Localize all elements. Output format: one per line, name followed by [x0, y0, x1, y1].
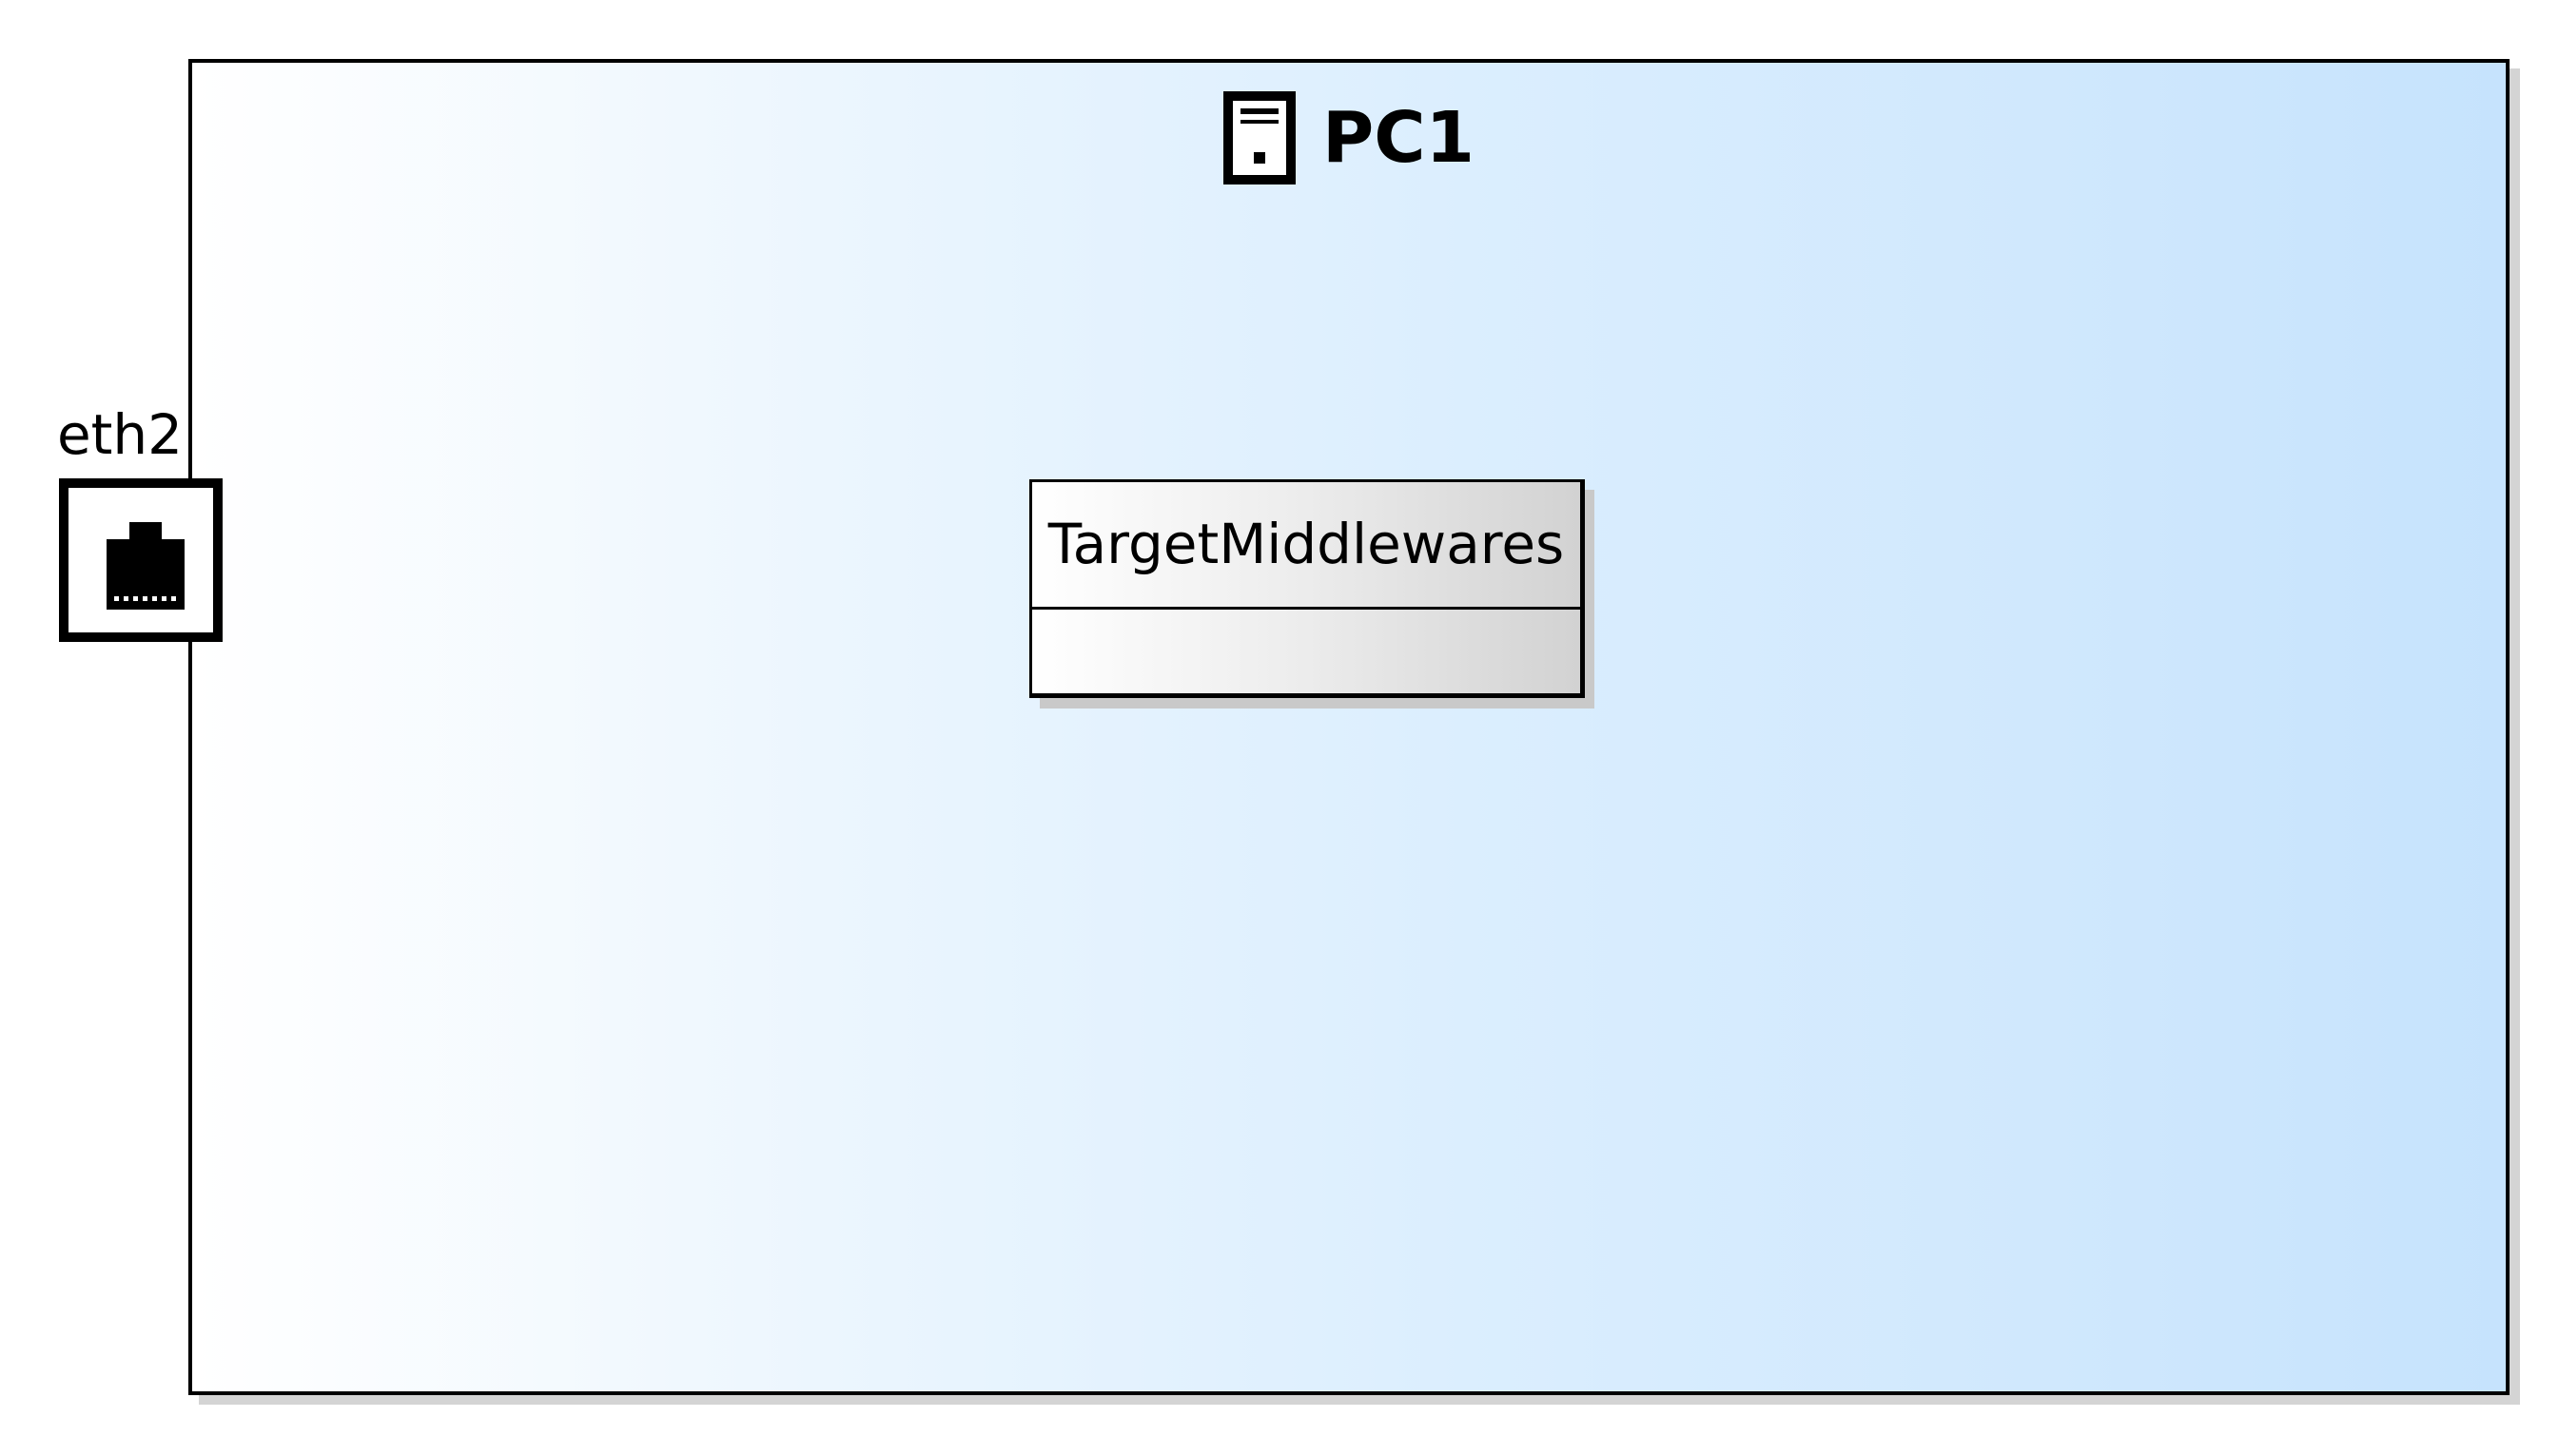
pc1-node[interactable]: PC1	[188, 59, 2510, 1395]
server-icon	[1222, 91, 1296, 184]
target-middlewares-component[interactable]: TargetMiddlewares	[1029, 479, 1585, 698]
node-header: PC1	[192, 91, 2506, 184]
port-label: eth2	[57, 402, 184, 467]
component-name: TargetMiddlewares	[1047, 512, 1565, 576]
ethernet-port-icon	[107, 522, 185, 610]
component-divider	[1032, 607, 1580, 610]
node-title: PC1	[1321, 97, 1475, 179]
eth2-port[interactable]	[59, 478, 223, 642]
